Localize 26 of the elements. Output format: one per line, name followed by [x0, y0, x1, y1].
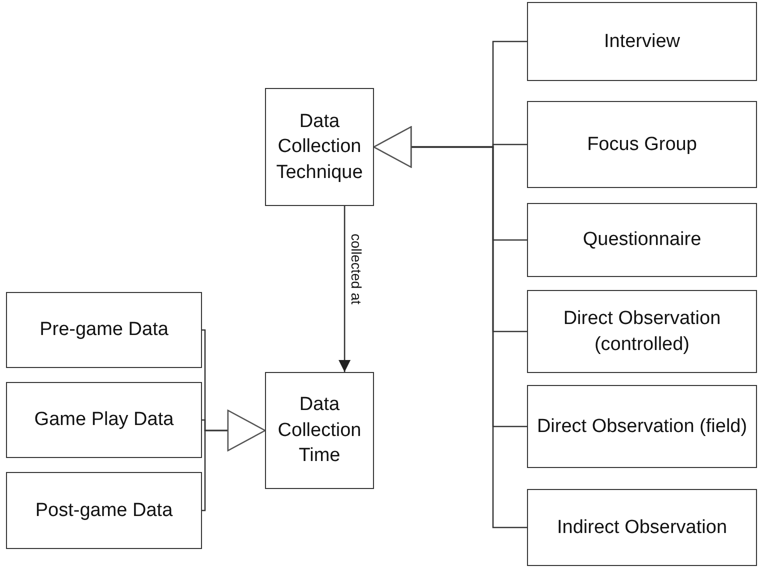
- box-label: Post-game Data: [35, 498, 173, 523]
- box-label: Direct Observation (field): [536, 414, 748, 439]
- box-label: Pre-game Data: [40, 318, 168, 342]
- generalization-arrow: [202, 410, 266, 512]
- class-box: [265, 88, 374, 206]
- edge-label: collected at: [348, 232, 364, 306]
- class-box: [6, 382, 202, 458]
- box-label: Focus Group: [587, 132, 697, 157]
- box-label: Interview: [604, 30, 680, 54]
- class-box: [527, 203, 757, 277]
- class-box: [527, 385, 757, 468]
- arrow: [338, 206, 351, 372]
- box-label: Questionnaire: [582, 228, 702, 252]
- class-box: [527, 489, 757, 566]
- class-box: [6, 472, 202, 549]
- box-label: Game Play Data: [34, 408, 174, 432]
- class-box: [265, 372, 374, 489]
- class-box: [527, 290, 757, 373]
- box-label: Indirect Observation: [556, 516, 728, 540]
- generalization-arrow: [373, 126, 527, 528]
- box-label: Data Collection Time: [276, 393, 362, 468]
- class-box: [6, 292, 202, 368]
- class-box: [527, 101, 757, 188]
- class-box: [527, 2, 757, 81]
- box-label: Direct Observation (controlled): [562, 306, 722, 356]
- box-label: Data Collection Technique: [275, 110, 364, 185]
